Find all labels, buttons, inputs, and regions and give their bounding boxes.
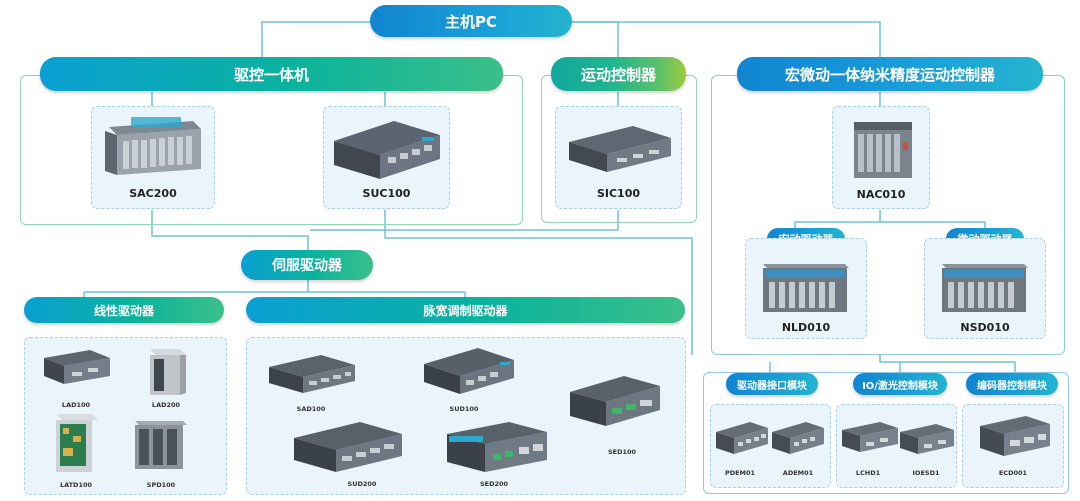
lad100-device-image (44, 350, 110, 384)
encoder-ctrl-label: 编码器控制模块 (977, 380, 1047, 392)
servo-drive-label: 伺服驱动器 (272, 258, 342, 274)
encoder-ctrl-header: 编码器控制模块 (966, 373, 1058, 395)
latd100-label: LATD100 (59, 481, 93, 489)
drive-integrated-header: 驱控一体机 (40, 57, 503, 91)
latd100-device-image (56, 414, 98, 472)
servo-drive-header: 伺服驱动器 (241, 250, 373, 280)
spd100-label: SPD100 (146, 481, 176, 489)
io-laser-header: IO/激光控制模块 (853, 373, 947, 395)
sac200-label: SAC200 (129, 187, 177, 200)
pwm-drive-header: 脉宽调制驱动器 (246, 297, 685, 323)
ecd001-device-image (980, 416, 1050, 456)
nac010-label: NAC010 (856, 188, 906, 201)
io-modules-frame (703, 372, 1069, 494)
drive-interface-label: 驱动器接口模块 (737, 380, 807, 392)
host-pc-label: 主机PC (444, 12, 497, 31)
drive-interface-header: 驱动器接口模块 (726, 373, 818, 395)
sed200-device-image (447, 422, 547, 472)
sic100-device-image (569, 126, 671, 172)
sed100-device-image (570, 376, 660, 426)
lchd1-device-image (842, 422, 898, 452)
nsd010-device-image (942, 264, 1028, 312)
linear-drive-label: 线性驱动器 (93, 303, 154, 318)
ioesd1-device-image (900, 424, 954, 454)
sud200-device-image (294, 422, 402, 472)
lchd1-label: LCHD1 (855, 469, 881, 477)
sed100-label: SED100 (607, 448, 637, 456)
adem01-label: ADEM01 (782, 469, 814, 477)
ioesd1-label: IOESD1 (912, 469, 940, 477)
nsd010-label: NSD010 (960, 321, 1010, 334)
pwm-drive-label: 脉宽调制驱动器 (423, 303, 508, 318)
motion-controller-label: 运动控制器 (580, 65, 656, 84)
host-pc-node: 主机PC (370, 5, 572, 37)
sad100-label: SAD100 (296, 405, 326, 413)
sic100-label: SIC100 (596, 187, 641, 200)
linear-drive-header: 线性驱动器 (24, 297, 224, 323)
drive-integrated-label: 驱控一体机 (233, 65, 309, 84)
macro-micro-label: 宏微动一体纳米精度运动控制器 (784, 65, 995, 84)
lad100-label: LAD100 (61, 401, 91, 409)
spd100-device-image (135, 421, 187, 469)
macro-micro-header: 宏微动一体纳米精度运动控制器 (737, 57, 1043, 91)
sad100-device-image (269, 355, 355, 393)
sac200-device-image (105, 117, 201, 175)
nld010-device-image (763, 264, 849, 312)
ecd001-label: ECD001 (998, 469, 1028, 477)
io-laser-label: IO/激光控制模块 (862, 380, 938, 392)
pdem01-device-image (716, 422, 768, 454)
nld010-label: NLD010 (781, 321, 831, 334)
pdem01-label: PDEM01 (724, 469, 756, 477)
lad200-device-image (150, 349, 186, 395)
motion-controller-header: 运动控制器 (551, 57, 686, 91)
suc100-device-image (334, 121, 440, 179)
sed200-label: SED200 (479, 480, 509, 488)
sud100-device-image (424, 348, 514, 394)
nac010-device-image (854, 122, 912, 178)
sud100-label: SUD100 (449, 405, 479, 413)
suc100-label: SUC100 (362, 187, 411, 200)
adem01-device-image (772, 422, 824, 454)
sud200-label: SUD200 (347, 480, 377, 488)
lad200-label: LAD200 (151, 401, 181, 409)
